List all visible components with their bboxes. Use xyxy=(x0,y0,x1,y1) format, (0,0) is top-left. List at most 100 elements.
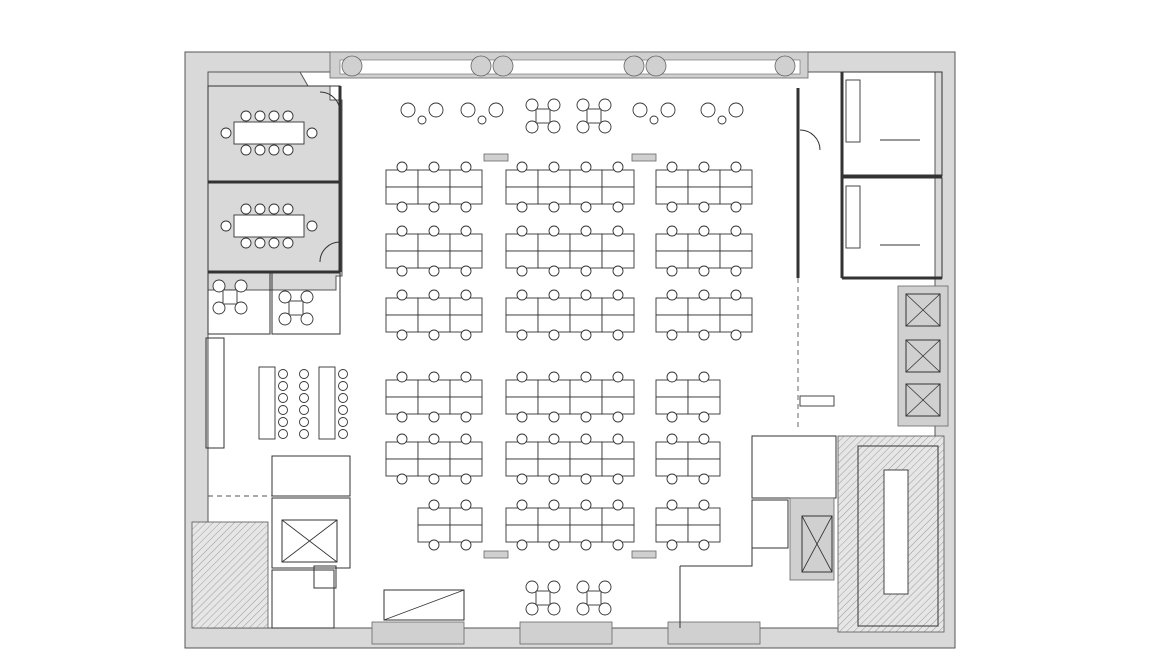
office-chair xyxy=(396,225,408,237)
desk xyxy=(719,250,753,269)
desk xyxy=(655,379,689,398)
bench-seat xyxy=(299,405,309,415)
conference-chair xyxy=(268,144,280,156)
office-chair xyxy=(698,225,710,237)
desk xyxy=(687,250,721,269)
office-chair xyxy=(396,161,408,173)
desk xyxy=(569,250,603,269)
office-chair xyxy=(580,411,592,423)
office-chair xyxy=(516,433,528,445)
office-chair xyxy=(612,539,624,551)
desk xyxy=(569,379,603,398)
office-chair xyxy=(580,201,592,213)
round-table-group xyxy=(278,290,314,326)
desk xyxy=(417,396,451,415)
desk xyxy=(449,524,483,543)
desk xyxy=(655,524,689,543)
conference-chair xyxy=(268,110,280,122)
desk xyxy=(417,186,451,205)
office-chair xyxy=(698,201,710,213)
desk xyxy=(449,507,483,526)
office-chair xyxy=(612,411,624,423)
desk xyxy=(569,186,603,205)
office-chair xyxy=(428,201,440,213)
office-chair xyxy=(396,473,408,485)
desk xyxy=(687,458,721,477)
office-chair xyxy=(612,289,624,301)
office-chair xyxy=(666,201,678,213)
desk xyxy=(537,233,571,252)
office-chair xyxy=(698,473,710,485)
office-chair xyxy=(396,411,408,423)
office-chair xyxy=(428,161,440,173)
desk xyxy=(505,297,539,316)
desk xyxy=(601,458,635,477)
desk xyxy=(719,233,753,252)
desk xyxy=(505,186,539,205)
office-chair xyxy=(730,201,742,213)
desk xyxy=(687,233,721,252)
office-chair xyxy=(666,411,678,423)
workstation-cluster xyxy=(655,499,721,551)
workstation-cluster xyxy=(385,371,483,423)
office-chair xyxy=(548,539,560,551)
office-chair xyxy=(396,289,408,301)
bench-seat xyxy=(299,369,309,379)
conference-chair xyxy=(282,237,294,249)
office-chair xyxy=(666,473,678,485)
floor-markers xyxy=(483,153,657,559)
office-chair xyxy=(548,329,560,341)
office-chair xyxy=(516,265,528,277)
office-chair xyxy=(428,329,440,341)
conference-chairs xyxy=(220,110,348,439)
right-corridor xyxy=(796,88,821,430)
desk xyxy=(655,441,689,460)
lounge-chair-pair xyxy=(632,102,676,125)
workstations xyxy=(385,161,753,551)
bench-seat xyxy=(299,429,309,439)
workstation-cluster xyxy=(505,433,635,485)
desk xyxy=(655,314,689,333)
desk xyxy=(449,250,483,269)
desk xyxy=(719,314,753,333)
office-chair xyxy=(460,539,472,551)
desk xyxy=(601,379,635,398)
desk xyxy=(687,297,721,316)
office-chair xyxy=(666,225,678,237)
office-chair xyxy=(612,371,624,383)
office-chair xyxy=(460,265,472,277)
office-chair xyxy=(666,433,678,445)
desk xyxy=(687,524,721,543)
office-chair xyxy=(612,329,624,341)
office-chair xyxy=(730,161,742,173)
bench-seat xyxy=(299,381,309,391)
workstation-cluster xyxy=(385,225,483,277)
elevator-bank xyxy=(897,285,949,427)
desk xyxy=(385,379,419,398)
office-chair xyxy=(428,539,440,551)
office-chair xyxy=(580,289,592,301)
workstation-cluster xyxy=(505,161,635,213)
desk xyxy=(385,250,419,269)
desk xyxy=(537,458,571,477)
desk xyxy=(601,524,635,543)
office-chair xyxy=(460,289,472,301)
workstation-cluster xyxy=(655,433,721,485)
office-chair xyxy=(698,265,710,277)
desk xyxy=(569,507,603,526)
desk xyxy=(537,297,571,316)
round-table-group xyxy=(525,98,561,134)
workstation-cluster xyxy=(655,161,753,213)
office-chair xyxy=(516,289,528,301)
workstation-cluster xyxy=(505,225,635,277)
office-chair xyxy=(580,371,592,383)
office-chair xyxy=(548,265,560,277)
office-chair xyxy=(516,411,528,423)
bench-seat xyxy=(278,417,288,427)
bench-seat xyxy=(278,429,288,439)
office-chair xyxy=(730,265,742,277)
office-chair xyxy=(730,329,742,341)
desk xyxy=(385,233,419,252)
desk xyxy=(505,250,539,269)
